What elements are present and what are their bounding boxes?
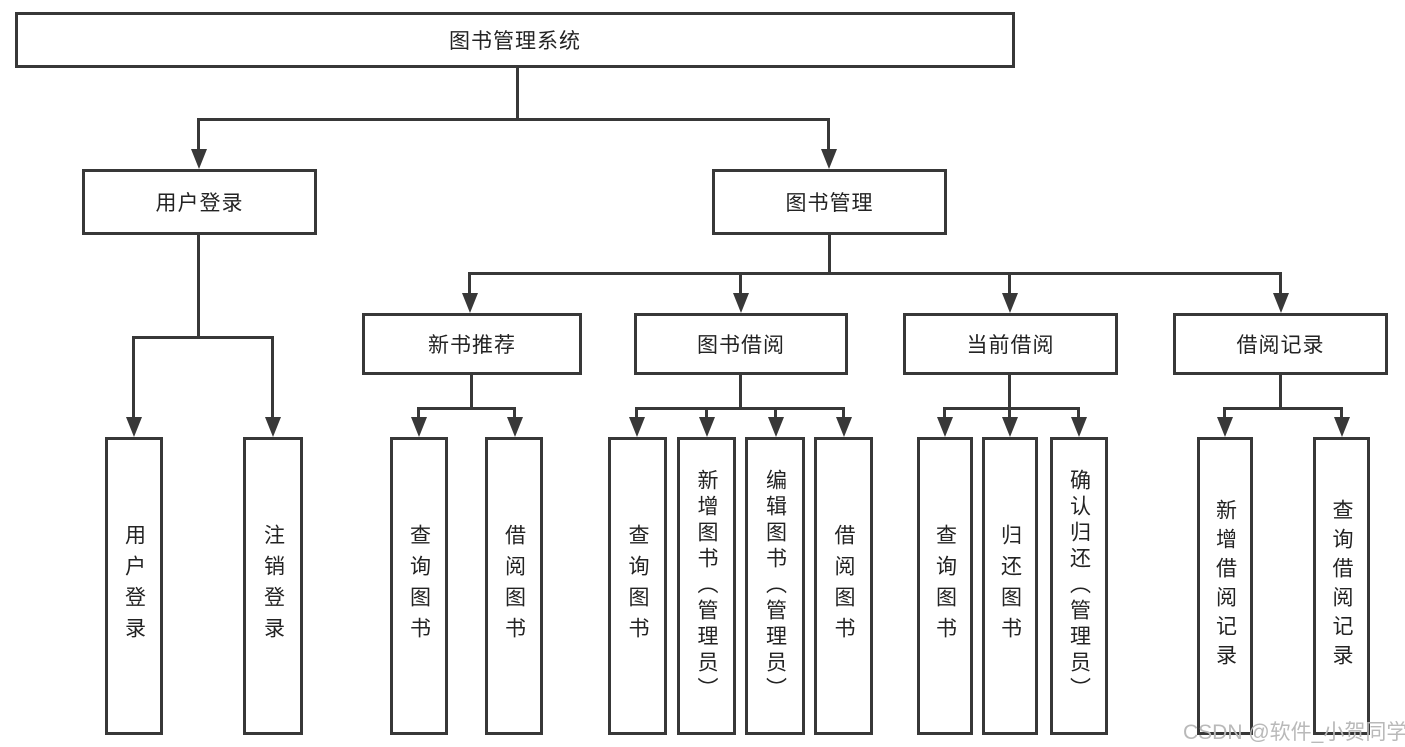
node-current-borrow: 当前借阅	[903, 313, 1118, 375]
leaf-cb-return-books: 归还图书	[982, 437, 1038, 735]
leaf-cb-query-books: 查询图书	[917, 437, 973, 735]
arrowhead-down	[1273, 293, 1289, 313]
leaf-user-login: 用户登录	[105, 437, 163, 735]
leaf-bb-add-books-admin: 新增图书（管理员）	[677, 437, 736, 735]
connector-line	[635, 407, 845, 410]
connector-line	[132, 336, 135, 417]
connector-line	[132, 336, 274, 339]
connector-line	[1008, 375, 1011, 410]
connector-line	[1223, 407, 1226, 417]
arrowhead-down	[629, 417, 645, 437]
connector-line	[828, 235, 831, 275]
arrowhead-down	[699, 417, 715, 437]
connector-line	[516, 68, 519, 121]
leaf-bb-edit-books-admin: 编辑图书（管理员）	[745, 437, 805, 735]
arrowhead-down	[1217, 417, 1233, 437]
connector-line	[468, 272, 471, 293]
node-user-login: 用户登录	[82, 169, 317, 235]
connector-line	[468, 272, 1282, 275]
arrowhead-down	[937, 417, 953, 437]
connector-line	[635, 407, 638, 417]
arrowhead-down	[768, 417, 784, 437]
node-book-management: 图书管理	[712, 169, 947, 235]
connector-line	[705, 407, 708, 417]
arrowhead-down	[733, 293, 749, 313]
connector-line	[842, 407, 845, 417]
connector-line	[739, 272, 742, 293]
connector-line	[1077, 407, 1080, 417]
connector-line	[943, 407, 1080, 410]
connector-line	[271, 336, 274, 417]
arrowhead-down	[1002, 417, 1018, 437]
leaf-bb-borrow-books: 借阅图书	[814, 437, 873, 735]
arrowhead-down	[836, 417, 852, 437]
arrowhead-down	[462, 293, 478, 313]
connector-line	[197, 235, 200, 339]
connector-line	[774, 407, 777, 417]
connector-line	[197, 118, 830, 121]
connector-line	[417, 407, 516, 410]
leaf-br-query-borrow-record: 查询借阅记录	[1313, 437, 1370, 735]
arrowhead-down	[507, 417, 523, 437]
arrowhead-down	[821, 149, 837, 169]
connector-line	[1279, 375, 1282, 410]
arrowhead-down	[126, 417, 142, 437]
connector-line	[943, 407, 946, 417]
arrowhead-down	[265, 417, 281, 437]
leaf-nbr-query-books: 查询图书	[390, 437, 448, 735]
leaf-br-add-borrow-record: 新增借阅记录	[1197, 437, 1253, 735]
node-new-book-recommend: 新书推荐	[362, 313, 582, 375]
connector-line	[1279, 272, 1282, 293]
arrowhead-down	[1334, 417, 1350, 437]
node-book-borrow: 图书借阅	[634, 313, 848, 375]
connector-line	[739, 375, 742, 410]
connector-line	[1008, 407, 1011, 417]
connector-line	[197, 118, 200, 150]
node-library-system: 图书管理系统	[15, 12, 1015, 68]
watermark-text: CSDN @软件_小贺同学	[1183, 721, 1405, 744]
arrowhead-down	[411, 417, 427, 437]
arrowhead-down	[191, 149, 207, 169]
arrowhead-down	[1002, 293, 1018, 313]
connector-line	[1008, 272, 1011, 293]
connector-line	[1223, 407, 1342, 410]
connector-line	[470, 375, 473, 410]
leaf-bb-query-books: 查询图书	[608, 437, 667, 735]
leaf-cb-confirm-return-admin: 确认归还（管理员）	[1050, 437, 1108, 735]
connector-line	[513, 407, 516, 417]
arrowhead-down	[1071, 417, 1087, 437]
connector-line	[417, 407, 420, 417]
connector-line	[1340, 407, 1343, 417]
leaf-logout-login: 注销登录	[243, 437, 303, 735]
connector-line	[827, 118, 830, 150]
node-borrow-records: 借阅记录	[1173, 313, 1388, 375]
leaf-nbr-borrow-books: 借阅图书	[485, 437, 543, 735]
